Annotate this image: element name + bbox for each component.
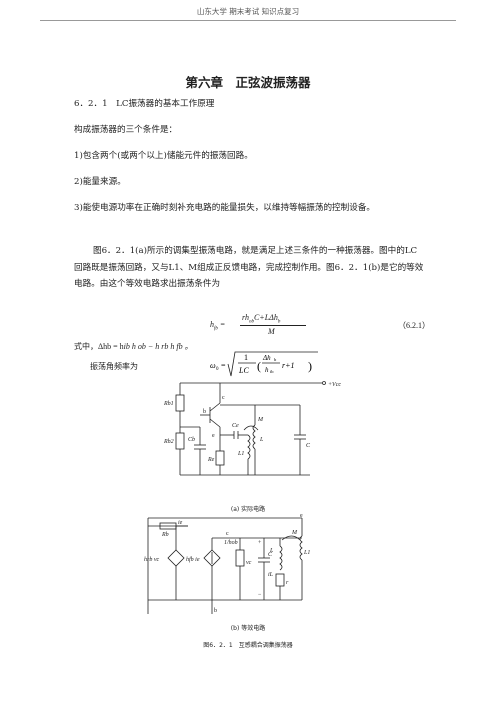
section-heading: 6．2．1 LC振荡器的基本工作原理	[74, 99, 215, 109]
circuit-a-label-cb: Cb	[188, 437, 195, 443]
formula1-equals: =	[219, 320, 226, 329]
formula2-frac2-bottom: h	[265, 366, 269, 374]
frequency-label: 振荡角频率为	[90, 362, 138, 371]
formula1-number: （6.2.1）	[398, 321, 430, 330]
circuit-a-label-l: L	[259, 437, 264, 443]
circuit-b-label-r: r	[286, 580, 289, 586]
circuit-b-label-m: M	[291, 530, 298, 536]
circuit-a-label-rb2: Rb2	[163, 439, 174, 445]
circuit-b-label-plus: +	[258, 540, 262, 546]
circuit-b-label-ie: ie	[178, 520, 183, 526]
formula1-numerator-sub: ob	[248, 319, 254, 325]
formula2-sqrt	[227, 351, 318, 377]
formula2-eq: =	[221, 361, 226, 370]
formula1-lhs-sub: fb	[214, 326, 218, 332]
circuit-a-label-vcc: +Vcc	[328, 382, 341, 388]
formula1-denominator: M	[268, 327, 275, 336]
formula-angular-frequency: ω 0 = 1 LC ( Δh b h ib r+1 )	[210, 351, 318, 377]
paragraph-intro: 构成振荡器的三个条件是：	[74, 125, 178, 135]
circuit-a-label-e: e	[212, 433, 215, 439]
where-line: 式中，Δhb = hib h ob − h rb h fb 。	[74, 341, 193, 352]
formula1-numerator-rest-sub: b	[277, 319, 281, 325]
circuit-b-label-rb: Rb	[161, 532, 169, 538]
circuit-b-label-hrb-vc: hrb vc	[144, 557, 159, 563]
formula2-lhs: ω	[210, 361, 216, 370]
circuit-b-label-minus: −	[258, 592, 262, 598]
circuit-b-label-hfb-ie: hfb ie	[186, 556, 200, 563]
circuit-a-label-b: b	[203, 409, 206, 415]
circuit-a-label-rb1: Rb1	[163, 401, 174, 407]
circuit-b-label-il: iL	[268, 572, 274, 578]
formula1-numerator: rh	[242, 313, 249, 322]
formula2-lhs-sub: 0	[216, 367, 219, 372]
chapter-title: 第六章 正弦波振荡器	[185, 75, 311, 90]
formula2-inner-bottom: LC	[238, 366, 249, 375]
where-text: 式中，Δh	[74, 342, 108, 351]
where-rest: ib h ob − h rb h fb 。	[123, 342, 193, 351]
formula2-frac2-bottom-sub: ib	[270, 369, 274, 374]
formula2-frac2-sub: b	[274, 357, 277, 362]
circuit-b-label-c: c	[226, 531, 229, 537]
formula2-frac2-top: Δh	[262, 354, 271, 362]
formula1-numerator-rest: C+LΔh	[253, 313, 278, 322]
circuit-b-diagram: e Rb ie c hrb vc hfb ie 1/hob vc C L1 L …	[144, 514, 310, 614]
condition-2: 2)能量来源。	[74, 177, 126, 187]
circuit-b-label-vc: vc	[246, 560, 252, 566]
circuit-b-caption: (b) 等效电路	[230, 625, 266, 632]
condition-1: 1)包含两个(或两个以上)储能元件的振荡回路。	[74, 151, 253, 161]
formula1-fraction-bar	[240, 325, 306, 326]
circuit-b-label-l: L	[269, 548, 274, 554]
circuit-a-label-m: M	[257, 417, 264, 423]
circuit-a-label-ce: Ce	[232, 423, 239, 429]
circuit-b-label-b: b	[214, 608, 217, 614]
circuit-a-caption: (a) 实际电路	[230, 506, 266, 513]
svg-text:(: (	[257, 359, 261, 373]
header-divider	[40, 20, 456, 21]
formula2-inner-top: 1	[244, 353, 248, 362]
circuit-a-label-c-tank: C	[306, 443, 311, 449]
where-expr: b = h	[107, 342, 124, 351]
circuit-a-label-c: c	[222, 395, 225, 401]
circuit-b-label-c-cap: C	[268, 552, 273, 558]
circuit-a-diagram: Rb1 Rb2 Cb b c e Ce Re M L1 L C +Vcc	[163, 381, 341, 476]
circuit-a-label-l1: L1	[237, 451, 244, 457]
condition-3: 3)能使电源功率在正确时刻补充电路的能量损失，以维持等幅振荡的控制设备。	[74, 203, 376, 213]
formula1-lhs: h	[210, 320, 214, 329]
page-header: 山东大学 期末考试 知识点复习	[196, 7, 300, 16]
formula2-tail: r+1	[282, 361, 295, 370]
svg-text:): )	[308, 359, 312, 373]
circuit-b-label-1-hob: 1/hob	[224, 540, 238, 546]
circuit-a-label-re: Re	[207, 457, 215, 463]
paragraph-description: 图6．2．1(a)所示的调集型振荡电路，就是满足上述三条件的一种振荡器。图中的L…	[74, 246, 424, 289]
figure-caption: 图6．2．1 互感耦合调集振荡器	[203, 642, 293, 649]
circuit-b-label-l1: L1	[303, 550, 310, 556]
circuit-b-label-e: e	[300, 514, 303, 519]
